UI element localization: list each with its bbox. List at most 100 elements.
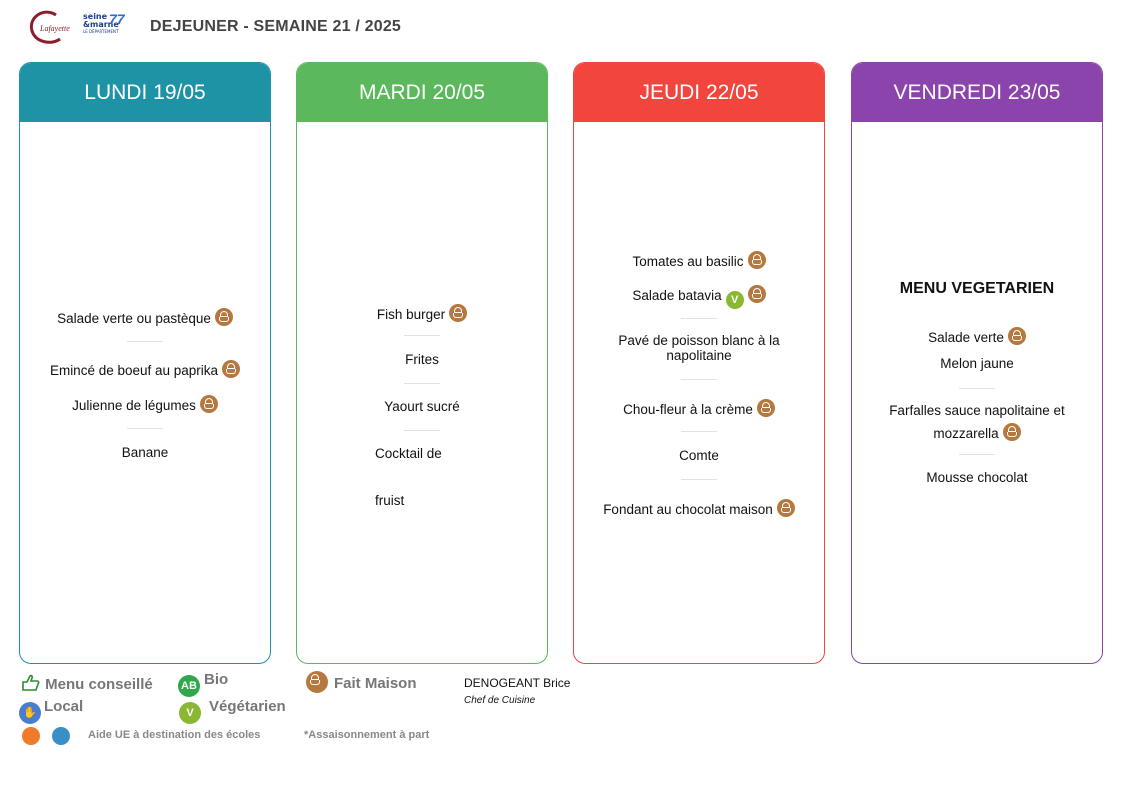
dish-item: Mousse chocolat: [852, 470, 1102, 486]
day-card-mardi: MARDI 20/05 Fish burger Frites Yaourt su…: [296, 62, 548, 664]
legend-fait-maison: Fait Maison: [306, 671, 417, 693]
page-title: DEJEUNER - SEMAINE 21 / 2025: [150, 18, 402, 35]
day-body-vendredi: MENU VEGETARIEN Salade verte Melon jaune…: [852, 122, 1102, 663]
dish-separator: [959, 454, 995, 455]
fait-maison-icon: [747, 285, 766, 303]
dish-label: Pavé de poisson blanc à la: [618, 333, 780, 348]
dish-item: Salade verte: [852, 327, 1102, 346]
dish-item: Tomates au basilic: [574, 251, 824, 270]
leaf-icon: V: [179, 702, 201, 724]
dish-label: Yaourt sucré: [384, 399, 460, 414]
assaisonnement-note: *Assaisonnement à part: [304, 729, 430, 741]
dish-label: napolitaine: [666, 348, 732, 363]
day-body-lundi: Salade verte ou pastèque Emincé de boeuf…: [20, 122, 270, 663]
lafayette-logo-text: Lafayette: [39, 24, 70, 33]
seine-et-marne-logo: seine &marne LE DÉPARTEMENT 77: [83, 11, 127, 43]
dish-item: Salade verte ou pastèque: [20, 308, 270, 327]
dish-label: Frites: [405, 352, 439, 367]
fait-maison-icon: [776, 499, 795, 517]
dish-separator: [681, 479, 717, 480]
day-header-vendredi: VENDREDI 23/05: [852, 63, 1102, 122]
fait-maison-icon: [199, 395, 218, 413]
dish-item: napolitaine: [574, 348, 824, 364]
legend-menu-conseille: Menu conseillé: [21, 673, 153, 693]
day-header-lundi: LUNDI 19/05: [20, 63, 270, 122]
chef-name: DENOGEANT Brice: [464, 676, 571, 690]
dish-label: Salade verte: [928, 330, 1004, 345]
chef-role: Chef de Cuisine: [464, 695, 536, 706]
ab-icon: AB: [178, 675, 200, 697]
dish-separator: [681, 318, 717, 319]
dish-item: Julienne de légumes: [20, 395, 270, 414]
legend-label: Menu conseillé: [45, 676, 153, 693]
fait-maison-icon: [747, 251, 766, 269]
dish-item: fruist: [375, 493, 547, 509]
fait-maison-icon: [756, 399, 775, 417]
fait-maison-icon: [1002, 423, 1021, 441]
dish-separator: [127, 428, 163, 429]
dish-label: Banane: [121, 445, 169, 460]
aide-ue-note: Aide UE à destination des écoles: [88, 729, 261, 741]
legend-local: ✋Local: [19, 698, 83, 724]
dish-separator: [681, 431, 717, 432]
dish-separator: [404, 383, 440, 384]
dish-separator: [959, 388, 995, 389]
thumb-icon: [22, 674, 40, 691]
dish-label: Melon jaune: [940, 356, 1014, 371]
dish-item: Chou-fleur à la crème: [574, 399, 824, 418]
fait-maison-icon: [214, 308, 233, 326]
chef-hat-icon: [306, 671, 328, 693]
dish-label: Fondant au chocolat maison: [603, 502, 773, 517]
legend-vegetarien: V Végétarien: [179, 698, 286, 724]
menu-vegetarien-label: MENU VEGETARIEN: [899, 280, 1055, 297]
dish-label: Comte: [679, 448, 719, 463]
dish-item: Comte: [574, 448, 824, 464]
seine-logo-line2: &marne: [83, 20, 119, 29]
legend-label: Végétarien: [209, 698, 286, 715]
dish-label: mozzarella: [933, 426, 999, 441]
dish-separator: [681, 379, 717, 380]
day-card-lundi: LUNDI 19/05 Salade verte ou pastèque Emi…: [19, 62, 271, 664]
dish-label: Farfalles sauce napolitaine et: [889, 403, 1065, 418]
dish-item: Cocktail de: [375, 446, 547, 462]
dish-item: Frites: [297, 352, 547, 368]
dish-label: Fish burger: [376, 307, 446, 322]
dish-separator: [404, 335, 440, 336]
dish-item: Farfalles sauce napolitaine et: [852, 403, 1102, 419]
day-header-jeudi: JEUDI 22/05: [574, 63, 824, 122]
day-body-mardi: Fish burger Frites Yaourt sucré Cocktail…: [297, 122, 547, 663]
legend-label: Local: [44, 698, 84, 715]
dish-item: Fish burger: [297, 304, 547, 323]
handshake-icon: ✋: [19, 702, 41, 724]
dish-separator: [127, 341, 163, 342]
dish-item: Yaourt sucré: [297, 399, 547, 415]
dish-label: Salade verte ou pastèque: [57, 311, 211, 326]
eu-milk-icon: [52, 727, 70, 745]
day-card-vendredi: VENDREDI 23/05 MENU VEGETARIEN Salade ve…: [851, 62, 1103, 664]
dish-label: Julienne de légumes: [72, 398, 196, 413]
dish-label: fruist: [375, 493, 405, 508]
seine-logo-line1: seine: [83, 12, 108, 21]
seine-logo-sub: LE DÉPARTEMENT: [83, 29, 119, 34]
fait-maison-icon: [449, 304, 468, 322]
legend-label: Bio: [204, 671, 229, 688]
dish-item: Melon jaune: [852, 356, 1102, 372]
dish-label: Chou-fleur à la crème: [623, 402, 753, 417]
vegetarian-leaf-icon: V: [725, 291, 744, 309]
lafayette-logo: Lafayette: [29, 10, 70, 44]
dish-label: Tomates au basilic: [632, 254, 744, 269]
dish-item: Pavé de poisson blanc à la: [574, 333, 824, 349]
dish-item: Emincé de boeuf au paprika: [20, 360, 270, 379]
day-header-mardi: MARDI 20/05: [297, 63, 547, 122]
fait-maison-icon: [222, 360, 241, 378]
eu-fruit-icon: [22, 727, 40, 745]
dish-label: Cocktail de: [375, 446, 442, 461]
dish-label: Emincé de boeuf au paprika: [49, 363, 219, 378]
day-card-jeudi: JEUDI 22/05 Tomates au basilic Salade ba…: [573, 62, 825, 664]
dish-item: Banane: [20, 445, 270, 461]
dish-item: Fondant au chocolat maison: [574, 499, 824, 518]
legend-label: Fait Maison: [334, 675, 417, 692]
fait-maison-icon: [1007, 327, 1026, 345]
